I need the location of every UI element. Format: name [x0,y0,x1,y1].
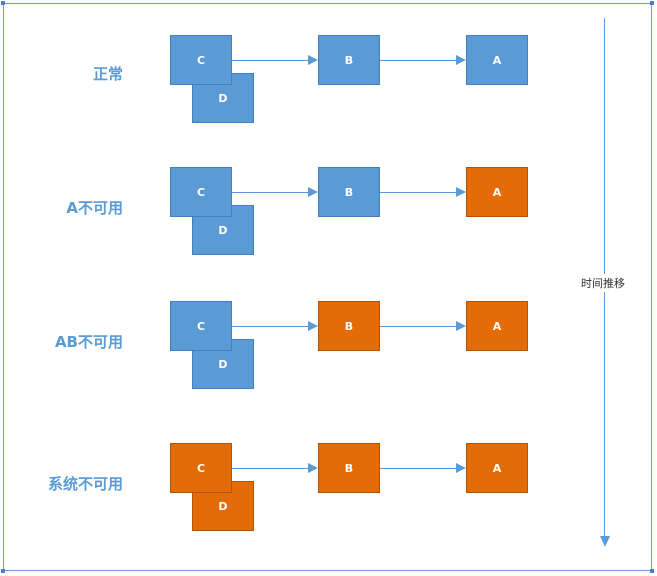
node-c: C [170,301,232,351]
node-a: A [466,443,528,493]
arrow-b-to-a [380,326,456,327]
row-label: A不可用 [66,199,123,217]
row-label: 系统不可用 [47,475,123,493]
frame-corner-top-left [1,1,5,5]
row-label: AB不可用 [54,333,123,351]
arrowhead-icon [456,55,466,65]
frame-corner-top-right [650,1,654,5]
arrow-b-to-a [380,60,456,61]
node-b: B [318,167,380,217]
node-a: A [466,301,528,351]
arrowhead-icon [308,463,318,473]
frame-corner-bottom-right [650,569,654,573]
node-b: B [318,443,380,493]
node-c: C [170,167,232,217]
row-label: 正常 [92,65,123,83]
arrow-b-to-a [380,468,456,469]
arrowhead-icon [456,321,466,331]
arrowhead-icon [456,187,466,197]
diagram-frame [3,3,652,571]
node-c: C [170,443,232,493]
arrowhead-icon [456,463,466,473]
time-axis-label: 时间推移 [579,274,627,292]
arrow-c-to-b [232,326,308,327]
node-b: B [318,35,380,85]
time-axis-arrowhead-icon [600,536,610,547]
arrowhead-icon [308,187,318,197]
node-a: A [466,167,528,217]
arrow-c-to-b [232,468,308,469]
arrow-c-to-b [232,60,308,61]
arrowhead-icon [308,55,318,65]
node-a: A [466,35,528,85]
frame-corner-bottom-left [1,569,5,573]
arrow-b-to-a [380,192,456,193]
arrowhead-icon [308,321,318,331]
node-c: C [170,35,232,85]
arrow-c-to-b [232,192,308,193]
node-b: B [318,301,380,351]
